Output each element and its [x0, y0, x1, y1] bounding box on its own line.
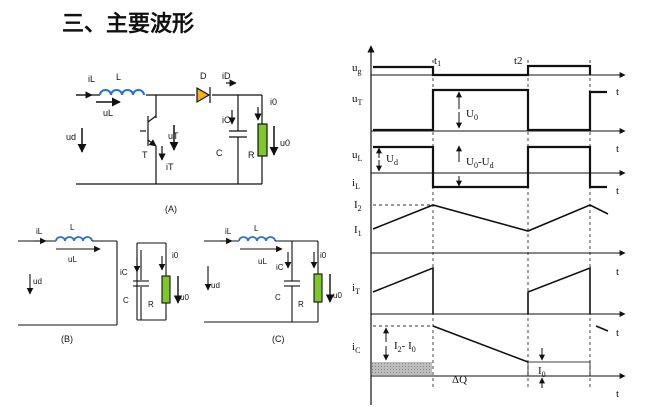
label-uL: uL [103, 108, 113, 118]
label-C: C [216, 148, 223, 158]
label-L: L [70, 223, 75, 232]
label-L: L [254, 224, 259, 233]
wave-ug [373, 64, 592, 77]
label-T: T [142, 150, 148, 160]
t2-label: t2 [514, 55, 523, 67]
inductor-c [238, 236, 276, 242]
caption-a: (A) [165, 204, 177, 214]
label-uT: uT [168, 131, 179, 141]
label-R: R [248, 150, 255, 160]
wave-iT-2 [527, 266, 591, 314]
row-label-iC: iC [352, 341, 360, 355]
circuit-b-labels: iL L uL ud iC C R i0 u0 (B) [33, 223, 189, 344]
label-R: R [298, 300, 304, 309]
label-iL: iL [88, 74, 95, 84]
page-title: 三、主要波形 [62, 12, 195, 37]
axis-t-6: t [616, 388, 619, 400]
diode-a [196, 86, 211, 104]
resistor-b [161, 275, 171, 304]
annot-U0: U0 [466, 108, 478, 122]
annot-I0: I0 [538, 365, 546, 379]
label-C: C [123, 296, 129, 305]
axis-t-3: t [616, 185, 619, 197]
row-label-I2: I2 [354, 199, 362, 213]
label-uL: uL [258, 257, 267, 266]
label-i0: i0 [172, 251, 179, 260]
axis-t-1: t [616, 86, 619, 98]
row-label-uT: uT [352, 93, 363, 107]
annot-deltaQ: ΔQ [452, 374, 467, 386]
waveform-labels: ug uT uL iL I2 I1 iT iC t1 t2 t t t t t … [352, 55, 619, 400]
wave-iT [372, 266, 434, 314]
label-ud: ud [33, 277, 42, 286]
label-u0: u0 [280, 138, 290, 148]
annot-U0-Ud: U0-Ud [466, 156, 494, 170]
label-R: R [148, 300, 154, 309]
axis-t-5: t [616, 327, 619, 339]
deltaq-area [372, 362, 432, 375]
label-iC: iC [276, 263, 284, 272]
label-iD: iD [222, 71, 231, 81]
row-label-iT: iT [352, 282, 360, 296]
circuit-a [76, 79, 279, 185]
row-label-uL: uL [352, 149, 363, 163]
resistor-a [257, 123, 268, 157]
label-C: C [275, 293, 281, 302]
label-iC: iC [222, 115, 231, 125]
label-L: L [116, 72, 121, 82]
label-iT: iT [166, 162, 174, 172]
annot-Ud: Ud [386, 153, 398, 167]
circuit-b [18, 236, 183, 326]
row-label-ug: ug [352, 62, 362, 76]
inductor-b [55, 236, 93, 242]
t1-label: t1 [434, 55, 441, 68]
label-iC: iC [120, 268, 128, 277]
wave-uL [373, 145, 607, 189]
label-ud: ud [211, 281, 220, 290]
label-D: D [200, 71, 207, 81]
caption-b: (B) [61, 334, 73, 344]
label-i0: i0 [320, 251, 327, 260]
label-ud: ud [66, 132, 76, 142]
wave-iC [432, 325, 529, 363]
caption-c: (C) [272, 334, 285, 344]
label-u0: u0 [180, 293, 189, 302]
inductor-a [99, 89, 145, 96]
label-u0: u0 [333, 291, 342, 300]
row-label-iL: iL [352, 177, 360, 191]
circuit-a-labels: iL L uL ud D iD iC C R i0 u0 uT T iT (A) [66, 71, 290, 214]
label-iL: iL [36, 227, 43, 236]
axis-t-4: t [616, 266, 619, 278]
annot-I2-I0: I2- I0 [394, 340, 416, 354]
circuit-c [204, 236, 335, 323]
resistor-c [313, 273, 323, 303]
axis-t-2: t [616, 143, 619, 155]
label-uL: uL [68, 255, 77, 264]
waveform-panel [367, 45, 626, 405]
label-iL: iL [225, 227, 232, 236]
row-label-I1: I1 [354, 224, 362, 238]
label-i0: i0 [270, 97, 277, 107]
wave-uT [373, 88, 607, 132]
circuit-c-labels: iL L uL ud iC C R i0 u0 (C) [211, 224, 342, 344]
wave-iL [372, 204, 609, 232]
